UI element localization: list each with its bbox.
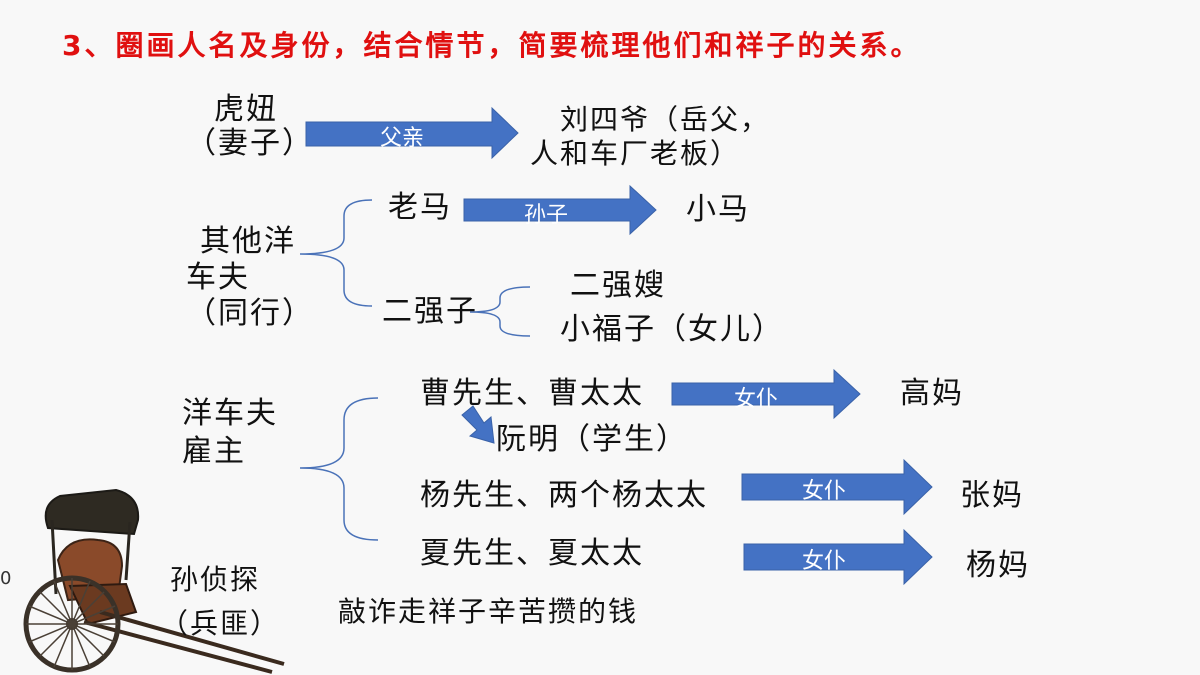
brace-erqiangzi: [469, 286, 531, 337]
node-huniu: 虎妞: [214, 92, 278, 127]
arrow-label-maid-xia: 女仆: [802, 549, 847, 574]
brace-employers: [299, 397, 379, 541]
arrow-maid-cao: [671, 368, 861, 420]
arrow-father: [305, 106, 519, 160]
node-sun-note: 敲诈走祥子辛苦攒的钱: [338, 595, 639, 628]
arrow-maid-xia: [743, 528, 933, 586]
node-yang: 杨先生、两个杨太太: [420, 478, 708, 513]
node-xiaofuzi: 小福子（女儿）: [560, 312, 784, 347]
node-xiaoma: 小马: [686, 192, 750, 227]
node-cao: 曹先生、曹太太: [420, 376, 644, 411]
node-erqiangsao: 二强嫂: [570, 268, 666, 303]
node-others-1: 其他洋: [200, 224, 296, 259]
arrow-grandson: [463, 184, 657, 236]
arrow-label-father: 父亲: [380, 126, 425, 151]
node-ruanming: 阮明（学生）: [496, 422, 688, 457]
node-laoma: 老马: [388, 190, 452, 225]
node-others-2: 车夫: [186, 260, 250, 295]
arrow-maid-yang: [741, 458, 933, 516]
arrow-label-grandson: 孙子: [524, 203, 569, 228]
node-erqiangzi: 二强子: [382, 294, 478, 329]
node-liusiye-1: 刘四爷（岳父，: [560, 103, 771, 136]
node-sun-1: 孙侦探: [170, 563, 261, 596]
brace-other-pullers: [299, 199, 373, 307]
node-xia: 夏先生、夏太太: [420, 536, 644, 571]
node-zhangma: 张妈: [960, 478, 1024, 513]
arrow-cao-ruanming: [461, 405, 495, 444]
node-liusiye-2: 人和车厂老板）: [530, 137, 741, 170]
page-title: 3、圈画人名及身份，结合情节，简要梳理他们和祥子的关系。: [62, 29, 922, 62]
rickshaw-illustration: [23, 488, 285, 674]
node-employers-1: 洋车夫: [182, 396, 278, 431]
node-yangma: 杨妈: [966, 548, 1030, 583]
page-number: 0: [0, 568, 12, 589]
arrow-label-maid-yang: 女仆: [802, 479, 847, 504]
arrow-label-maid-cao: 女仆: [734, 387, 779, 412]
node-huniu-role: （妻子）: [186, 126, 314, 161]
node-sun-2: （兵匪）: [160, 607, 281, 640]
node-gaoma: 高妈: [900, 376, 964, 411]
node-employers-2: 雇主: [182, 434, 246, 469]
node-others-3: （同行）: [186, 296, 314, 331]
